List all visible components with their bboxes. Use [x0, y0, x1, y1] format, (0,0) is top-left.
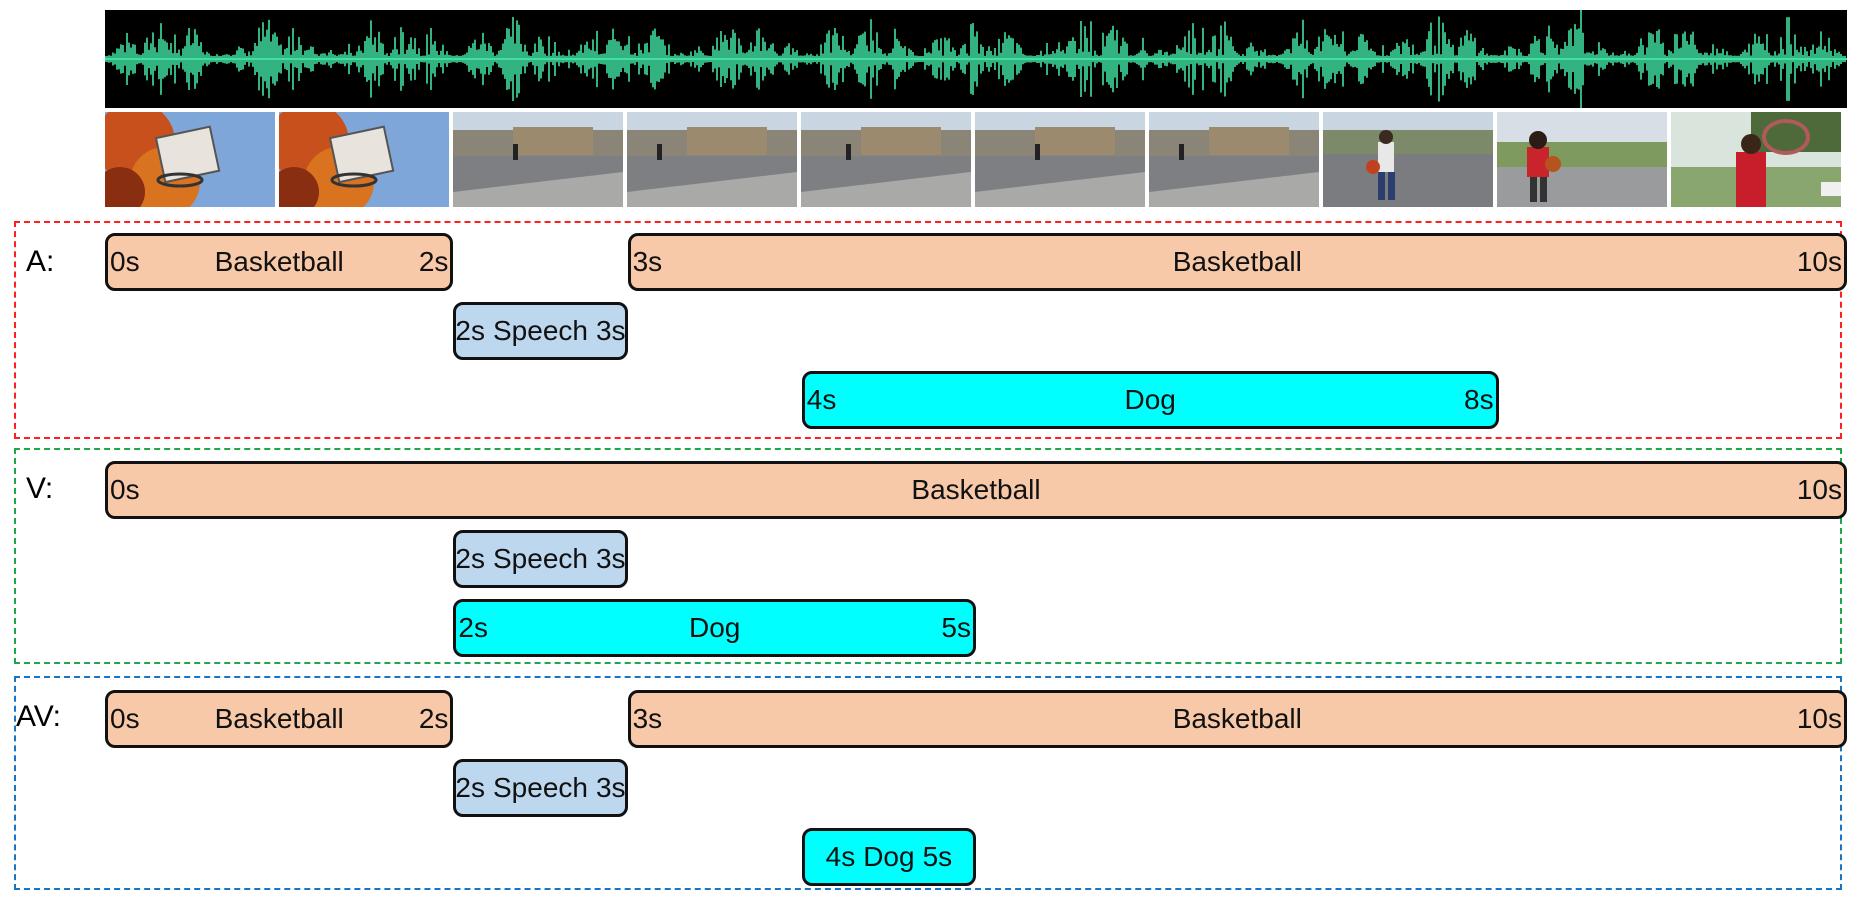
event-basketball-av: 0s Basketball 2s	[105, 690, 454, 748]
event-start-time: 3s	[632, 246, 663, 277]
event-basketball-a: 0s Basketball 2s	[105, 233, 454, 291]
event-end-time: 3s	[595, 315, 626, 346]
event-basketball-v: 0s Basketball 10s	[105, 461, 1847, 519]
event-end-time: 10s	[1796, 703, 1842, 734]
row-label-av: AV:	[16, 700, 62, 733]
event-dog-v: 2s Dog 5s	[453, 599, 976, 657]
event-dog-a: 4s Dog 8s	[801, 371, 1499, 429]
event-start-time: 2s	[455, 543, 485, 574]
event-label: Basketball	[1172, 246, 1302, 277]
event-end-time: 3s	[595, 543, 626, 574]
event-end-time: 5s	[922, 841, 953, 872]
event-start-time: 4s	[806, 384, 837, 415]
event-label: Basketball	[1172, 703, 1302, 734]
event-end-time: 8s	[1464, 384, 1494, 415]
row-label-v: V:	[26, 472, 54, 505]
video-frames-strip	[105, 112, 1847, 207]
event-label: Dog	[863, 841, 915, 872]
event-basketball-a: 3s Basketball 10s	[627, 233, 1847, 291]
audio-visual-panel	[14, 676, 1842, 890]
event-start-time: 2s	[455, 315, 485, 346]
event-label: Basketball	[214, 703, 344, 734]
event-start-time: 0s	[110, 474, 140, 505]
video-frame-player-with-ball-icon	[1497, 112, 1667, 207]
event-label: Dog	[1124, 384, 1176, 415]
event-label: Speech	[493, 543, 588, 574]
video-frame-basketball-hoop-autumn-icon	[279, 112, 449, 207]
video-frame-driveway-scene-icon	[801, 112, 971, 207]
event-label: Basketball	[911, 474, 1041, 505]
audio-waveform-icon	[105, 10, 1847, 108]
row-label-a: A:	[26, 245, 55, 278]
event-label: Basketball	[214, 246, 344, 277]
event-start-time: 3s	[632, 703, 663, 734]
event-end-time: 10s	[1796, 246, 1842, 277]
event-label: Speech	[493, 315, 588, 346]
audio-panel	[14, 221, 1842, 439]
event-end-time: 2s	[418, 246, 449, 277]
video-frame-driveway-scene-icon	[1149, 112, 1319, 207]
event-end-time: 5s	[941, 612, 971, 643]
event-label: Speech	[493, 772, 588, 803]
event-start-time: 0s	[110, 703, 140, 734]
video-frame-driveway-scene-icon	[975, 112, 1145, 207]
event-end-time: 3s	[595, 772, 626, 803]
video-frame-driveway-scene-icon	[627, 112, 797, 207]
event-basketball-av: 3s Basketball 10s	[627, 690, 1847, 748]
video-frame-player-dunking-icon	[1671, 112, 1841, 207]
visual-panel	[14, 448, 1842, 664]
video-frame-driveway-scene-icon	[453, 112, 623, 207]
event-start-time: 2s	[458, 612, 488, 643]
event-label: Dog	[689, 612, 741, 643]
event-end-time: 10s	[1796, 474, 1842, 505]
event-start-time: 2s	[455, 772, 485, 803]
video-frame-basketball-hoop-autumn-icon	[105, 112, 275, 207]
event-start-time: 0s	[110, 246, 140, 277]
event-end-time: 2s	[418, 703, 449, 734]
video-frame-player-running-icon	[1323, 112, 1493, 207]
event-start-time: 4s	[825, 841, 856, 872]
